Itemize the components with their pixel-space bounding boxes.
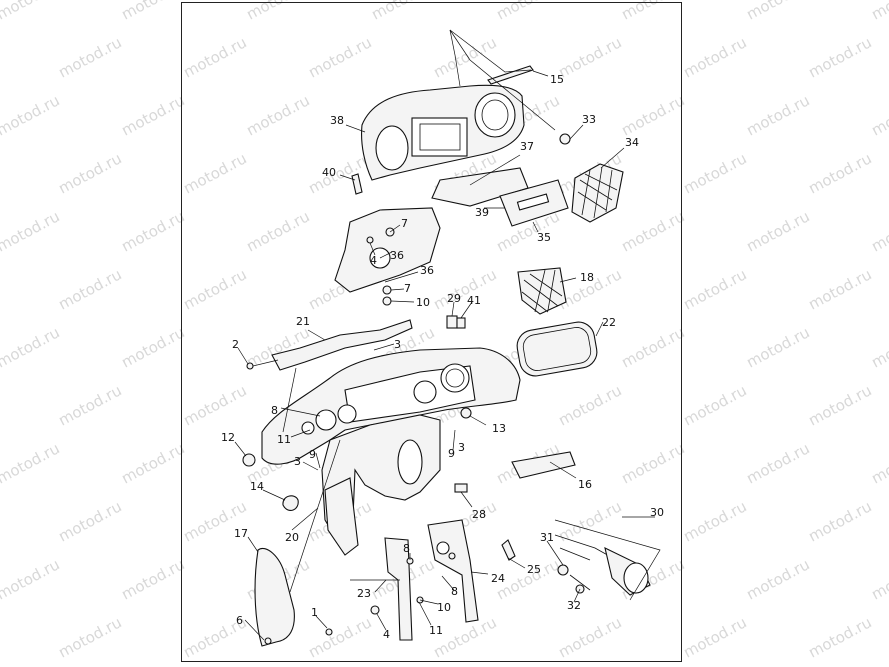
callout-15: 15 [550,73,564,86]
washer-part-7-lower [382,285,392,295]
gauge-tachometer-inner [445,368,465,388]
mirror-part-22 [516,321,598,377]
callout-36-lower: 36 [420,264,434,277]
callout-38: 38 [330,114,344,127]
side-cover-part-17 [254,548,295,647]
left-side-panel [324,477,359,556]
screw-part-4-upper [366,236,374,244]
item-31-part [557,564,569,576]
clip-part-25 [501,539,516,561]
ignition-switch-face [623,562,649,594]
gauge-left-a [315,409,337,431]
callout-20: 20 [285,531,299,544]
panel-part-37 [431,167,529,207]
callout-7-lower: 7 [404,282,411,295]
callout-40: 40 [322,166,336,179]
callout-14: 14 [250,480,264,493]
callout-32: 32 [567,599,581,612]
callout-16: 16 [578,478,592,491]
callout-7-upper: 7 [401,217,408,230]
callout-30: 30 [650,506,664,519]
callout-17: 17 [234,527,248,540]
callout-10-upper: 10 [416,296,430,309]
callout-31: 31 [540,531,554,544]
callout-6: 6 [236,614,243,627]
callout-25: 25 [527,563,541,576]
screw-part-8-c [448,552,456,560]
leader-lines [234,29,661,641]
callout-9-left: 9 [309,448,316,461]
connector-bracket-part-16 [511,451,576,479]
callout-2: 2 [232,338,239,351]
switch-part-41 [456,317,466,329]
callout-21: 21 [296,315,310,328]
callout-33: 33 [582,113,596,126]
speaker-grille-mesh [577,166,618,219]
callout-37: 37 [520,140,534,153]
callout-18: 18 [580,271,594,284]
callout-41: 41 [467,294,481,307]
callout-35: 35 [537,231,551,244]
speaker-trim-mesh [521,269,563,313]
mount-bracket-part-24 [427,519,479,623]
callout-3-right: 3 [458,441,465,454]
fastener-part-6 [264,637,272,645]
gauge-housing-left [375,125,409,171]
screw-part-33 [559,133,571,145]
callout-9-right: 9 [448,447,455,460]
callout-22: 22 [602,316,616,329]
callout-28: 28 [472,508,486,521]
callout-23: 23 [357,587,371,600]
mount-bracket-part-23 [384,537,413,641]
bracket-hole [436,541,450,555]
callout-10-lower: 10 [437,601,451,614]
callout-4-lower: 4 [383,628,390,641]
callout-34: 34 [625,136,639,149]
callout-3-upper: 3 [394,338,401,351]
callout-labels: 15 33 34 38 37 40 39 35 7 4 36 36 7 10 1… [221,73,664,641]
ignition-opening [397,439,423,485]
speaker-grille-part-34 [571,163,624,223]
bracket-slot [516,193,550,211]
callout-1: 1 [311,606,318,619]
switch-part-29 [446,315,458,329]
support-bracket-part-21 [271,319,413,371]
diagram-frame [181,2,682,662]
pin-part-40 [351,173,363,195]
callout-29: 29 [447,292,461,305]
grommet-part-13 [460,407,472,419]
screw-part-4-lower [370,605,380,615]
nut-part-10-upper [382,296,392,306]
callout-12: 12 [221,431,235,444]
gauge-left-c [301,421,315,435]
callout-13: 13 [492,422,506,435]
gauge-housing-right [474,92,516,138]
callout-11-lower: 11 [429,624,443,637]
callout-4-upper: 4 [370,254,377,267]
callout-3-left: 3 [294,455,301,468]
clip-part-14 [282,495,299,511]
mirror-glass [522,327,592,371]
callout-11-left: 11 [277,433,291,446]
callout-39: 39 [475,206,489,219]
lower-cover-part-36 [334,207,441,293]
screw-part-1 [325,628,333,636]
callout-8-right: 8 [451,585,458,598]
gauge-tachometer [440,363,470,393]
grommet-part-12 [242,453,256,467]
callout-8-center: 8 [403,542,410,555]
gauge-housing-right-inner [481,99,509,131]
callout-8-left: 8 [271,404,278,417]
callout-36-upper: 36 [390,249,404,262]
radio-opening-inner [419,123,461,151]
gauge-speedometer [413,380,437,404]
gauge-left-b [337,404,357,424]
switch-part-28 [454,483,468,493]
trim-strip-part-15 [487,65,534,85]
callout-24: 24 [491,572,505,585]
